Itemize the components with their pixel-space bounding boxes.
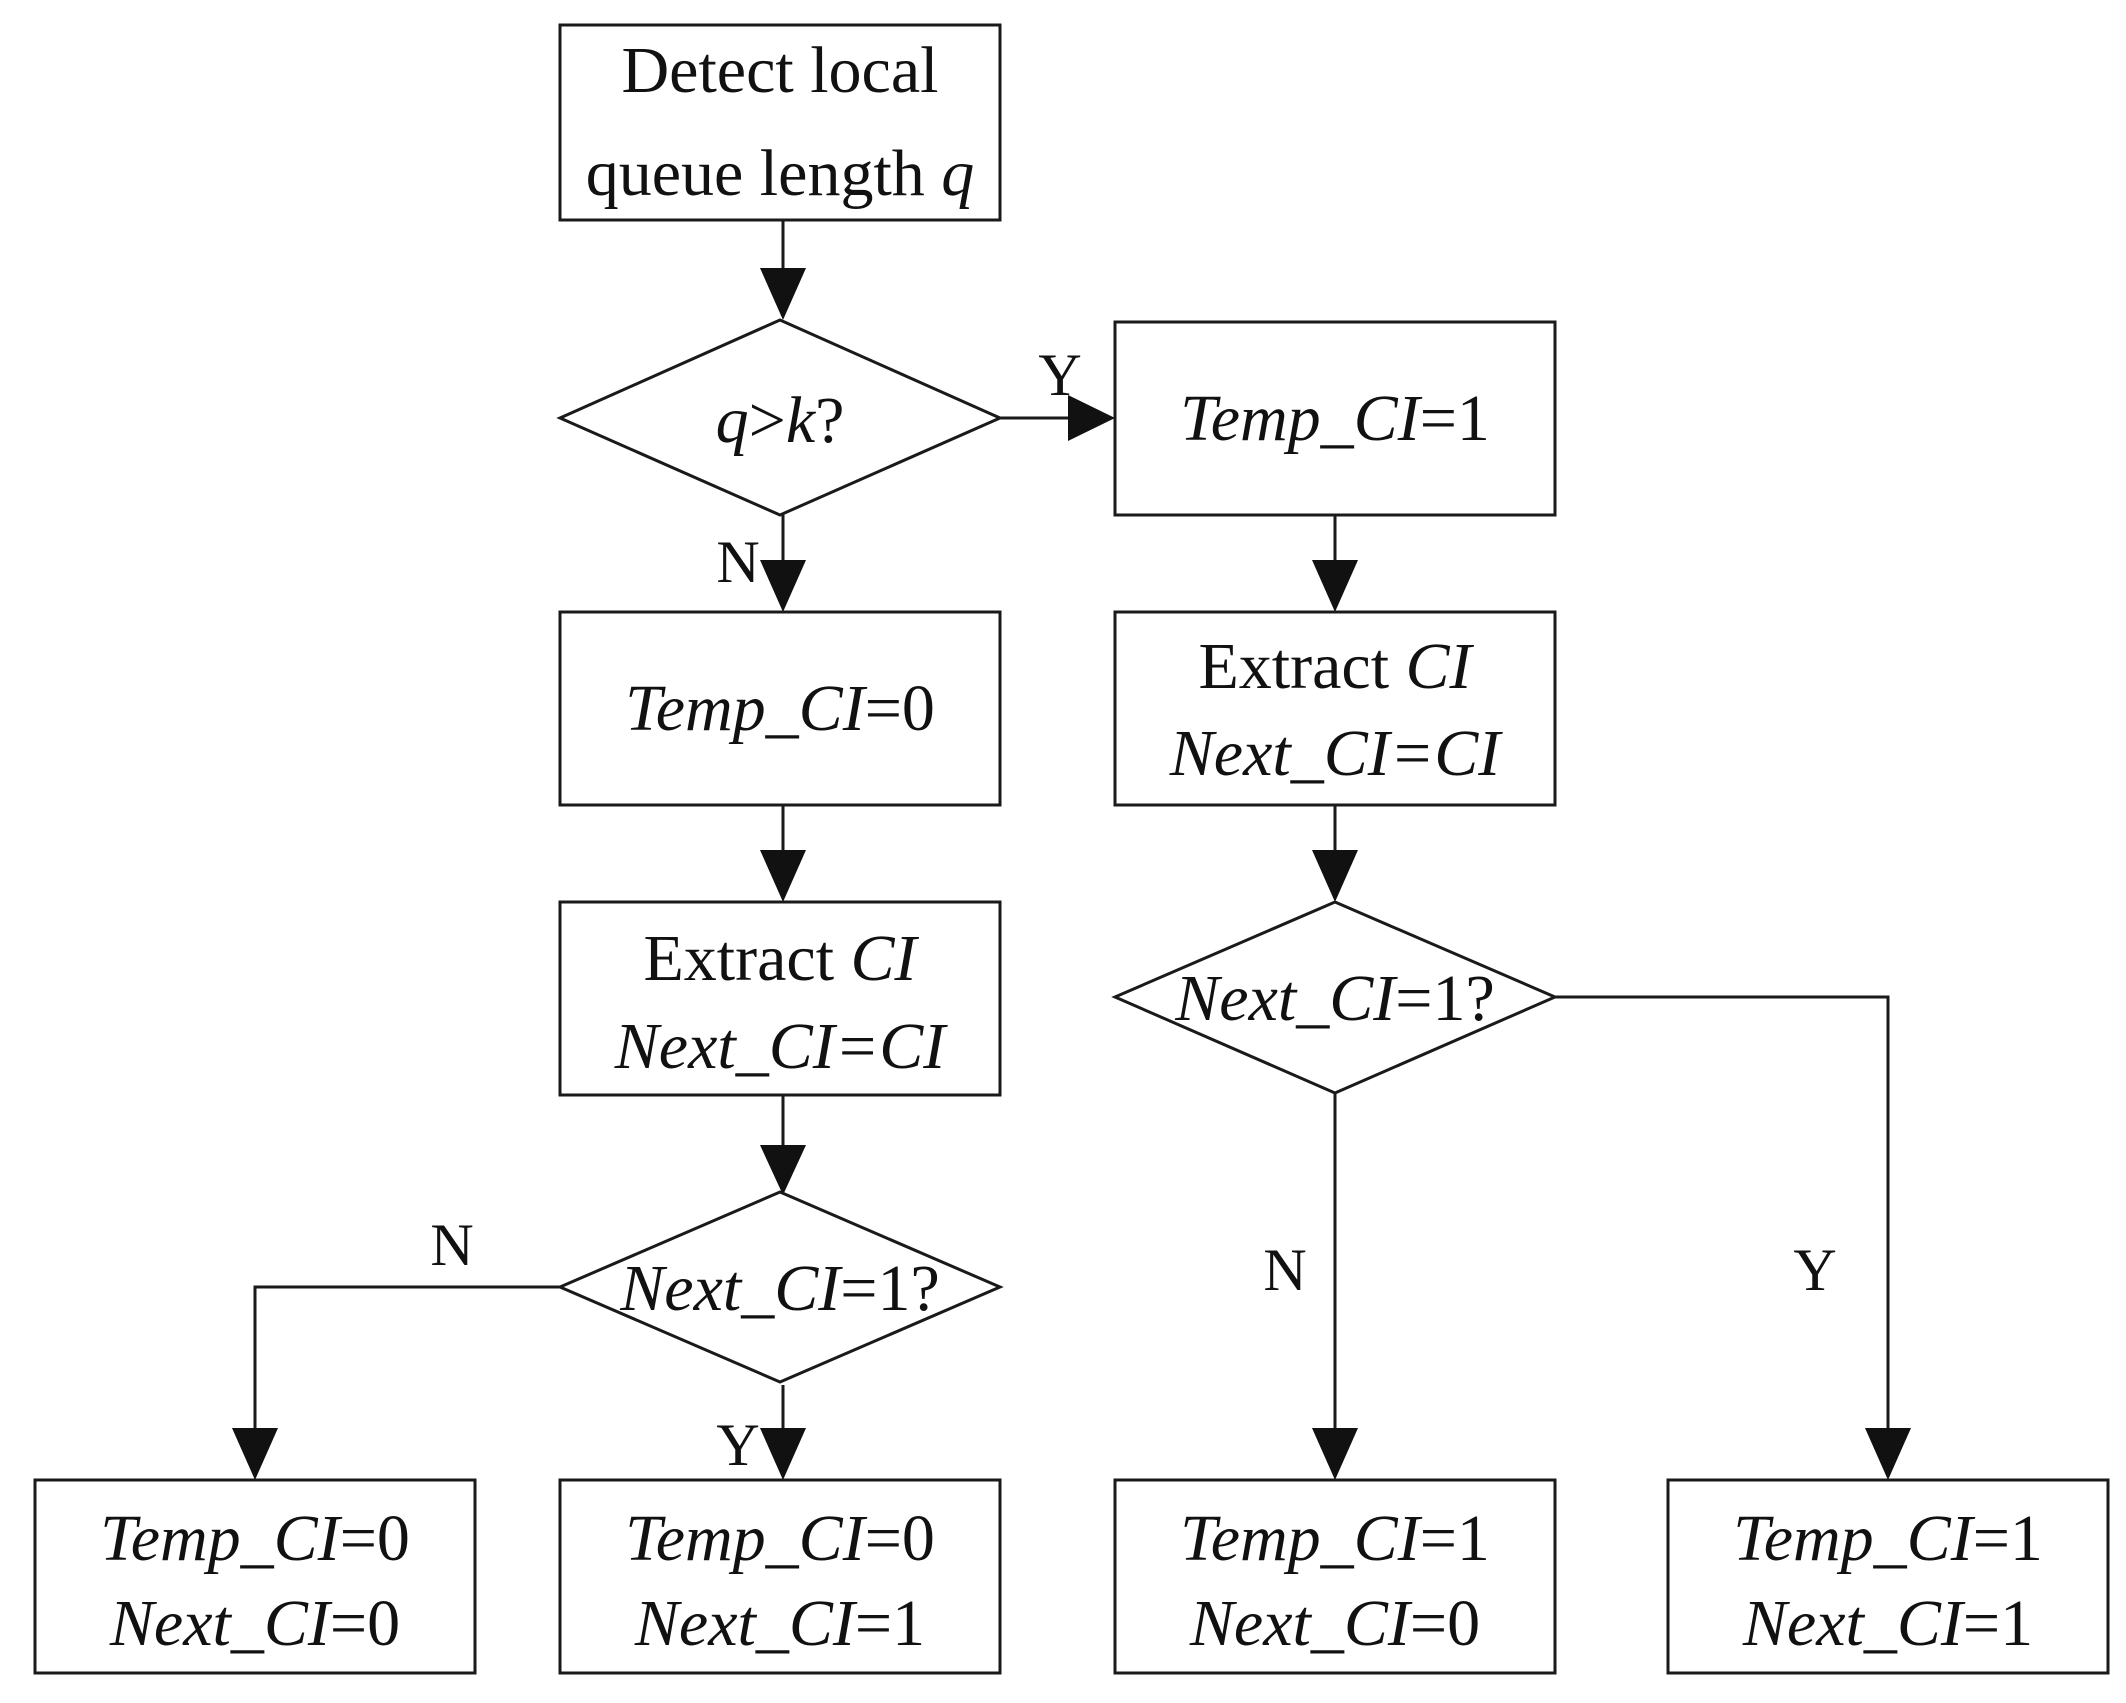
left-out-yes-line-2: Next_CI=1 — [634, 1587, 925, 1660]
arrowhead-down — [1865, 1428, 1911, 1480]
arrowhead-down — [760, 268, 806, 320]
arrowhead-down — [760, 1428, 806, 1480]
right-out-yes-line-1: Temp_CI=1 — [1733, 1502, 2043, 1575]
left-set-box: Temp_CI=0 — [558, 610, 1002, 807]
left-decision: Next_CI=1? — [556, 1190, 1004, 1384]
right-extract-box: Extract CI Next_CI=CI — [1113, 610, 1557, 807]
start-line-1: Detect local — [622, 34, 939, 107]
start-line-2: queue length q — [586, 137, 975, 210]
right-out-yes-line-2: Next_CI=1 — [1742, 1587, 2033, 1660]
right-extract-line-1: Extract CI — [1198, 630, 1474, 703]
arrowhead-right — [1068, 395, 1115, 441]
right-decision: Next_CI=1? — [1111, 900, 1559, 1095]
connectors — [253, 220, 1890, 1430]
right-out-no-line-2: Next_CI=0 — [1189, 1587, 1480, 1660]
label-right-no: N — [1263, 1237, 1306, 1303]
label-left-yes: Y — [716, 1412, 759, 1478]
right-out-yes-box: Temp_CI=1 Next_CI=1 — [1666, 1478, 2110, 1675]
label-left-no: N — [430, 1212, 473, 1278]
left-out-no-line-1: Temp_CI=0 — [100, 1502, 410, 1575]
start-box: Detect local queue length q — [558, 23, 1002, 222]
left-extract-line-2: Next_CI=CI — [614, 1010, 949, 1083]
label-q-no: N — [716, 529, 759, 595]
left-out-no-box: Temp_CI=0 Next_CI=0 — [33, 1478, 477, 1675]
left-out-yes-line-1: Temp_CI=0 — [625, 1502, 935, 1575]
arrowhead-down — [760, 560, 806, 612]
right-out-no-box: Temp_CI=1 Next_CI=0 — [1113, 1478, 1557, 1675]
decision-q-gt-k-text: q>k? — [716, 384, 845, 457]
right-set-text: Temp_CI=1 — [1180, 382, 1490, 455]
left-decision-text: Next_CI=1? — [619, 1252, 939, 1325]
right-extract-line-2: Next_CI=CI — [1169, 717, 1504, 790]
right-set-box: Temp_CI=1 — [1113, 320, 1557, 517]
arrowhead-down — [760, 850, 806, 902]
connector-left-decision-no — [253, 1285, 560, 1430]
connector-right-decision-yes — [1555, 995, 1890, 1430]
right-out-no-line-1: Temp_CI=1 — [1180, 1502, 1490, 1575]
arrowhead-down — [1312, 560, 1358, 612]
arrowhead-down — [760, 1145, 806, 1195]
left-extract-box: Extract CI Next_CI=CI — [558, 900, 1002, 1097]
right-decision-text: Next_CI=1? — [1174, 962, 1494, 1035]
left-out-yes-box: Temp_CI=0 Next_CI=1 — [558, 1478, 1002, 1675]
arrowhead-down — [232, 1428, 278, 1480]
arrowhead-down — [1312, 850, 1358, 902]
label-q-yes: Y — [1038, 342, 1081, 408]
arrowheads — [232, 268, 1911, 1480]
arrowhead-down — [1312, 1428, 1358, 1480]
left-set-text: Temp_CI=0 — [625, 672, 935, 745]
left-out-no-line-2: Next_CI=0 — [109, 1587, 400, 1660]
decision-q-gt-k: q>k? — [556, 318, 1004, 517]
label-right-yes: Y — [1793, 1237, 1836, 1303]
left-extract-line-1: Extract CI — [643, 922, 919, 995]
branch-labels: Y N N Y N Y — [430, 342, 1836, 1478]
